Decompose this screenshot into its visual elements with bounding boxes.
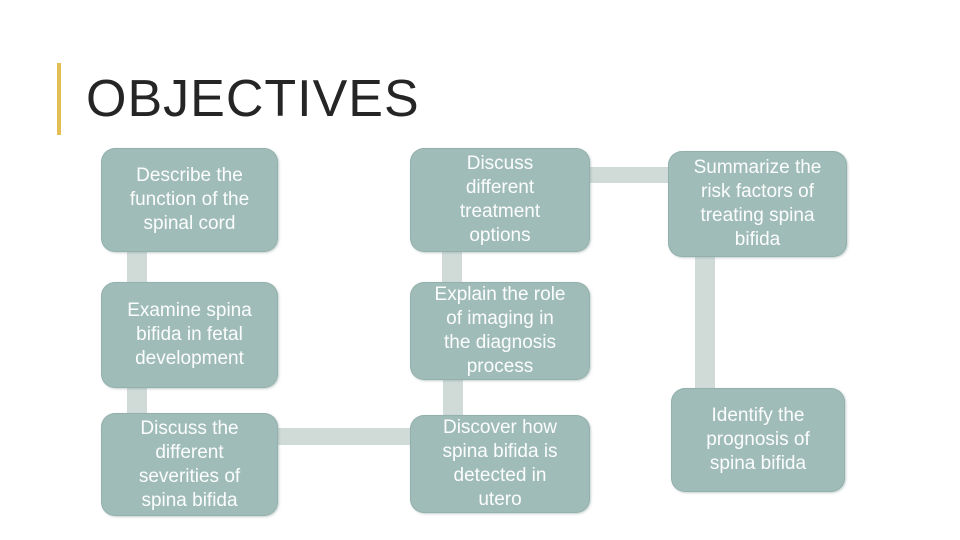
objective-box-describe-function: Describe the function of the spinal cord [101,148,278,252]
connector-riskfactors-to-prognosis [695,255,715,390]
connector-examine-to-severities [127,386,147,415]
objective-box-text: Describe the function of the spinal cord [129,165,250,234]
objective-box-severities: Discuss the different severities of spin… [101,413,278,516]
connector-severities-to-detected [276,428,412,445]
objective-box-imaging-role: Explain the role of imaging in the diagn… [410,282,590,380]
objective-box-text: Explain the role of imaging in the diagn… [434,284,566,377]
objective-box-text: Identify the prognosis of spina bifida [706,405,810,474]
accent-line [57,63,61,135]
objective-box-text: Discuss the different severities of spin… [138,417,241,511]
objective-box-text: Examine spina bifida in fetal developmen… [127,300,252,369]
connector-treatment-to-imaging [442,250,462,284]
objective-box-text: Summarize the risk factors of treating s… [693,157,822,250]
objective-box-treatment-options: Discuss different treatment options [410,148,590,252]
objective-box-text: Discuss different treatment options [459,153,541,246]
objective-box-examine-development: Examine spina bifida in fetal developmen… [101,282,278,388]
objective-box-detected-utero: Discover how spina bifida is detected in… [410,415,590,513]
connector-treatment-to-riskfactors [590,167,670,183]
objective-box-prognosis: Identify the prognosis of spina bifida [671,388,845,492]
slide-title: OBJECTIVES [86,70,420,128]
connector-imaging-to-detected [443,378,463,417]
objective-box-text: Discover how spina bifida is detected in… [442,417,558,510]
objective-box-risk-factors: Summarize the risk factors of treating s… [668,151,847,257]
connector-describe-to-examine [127,250,147,284]
